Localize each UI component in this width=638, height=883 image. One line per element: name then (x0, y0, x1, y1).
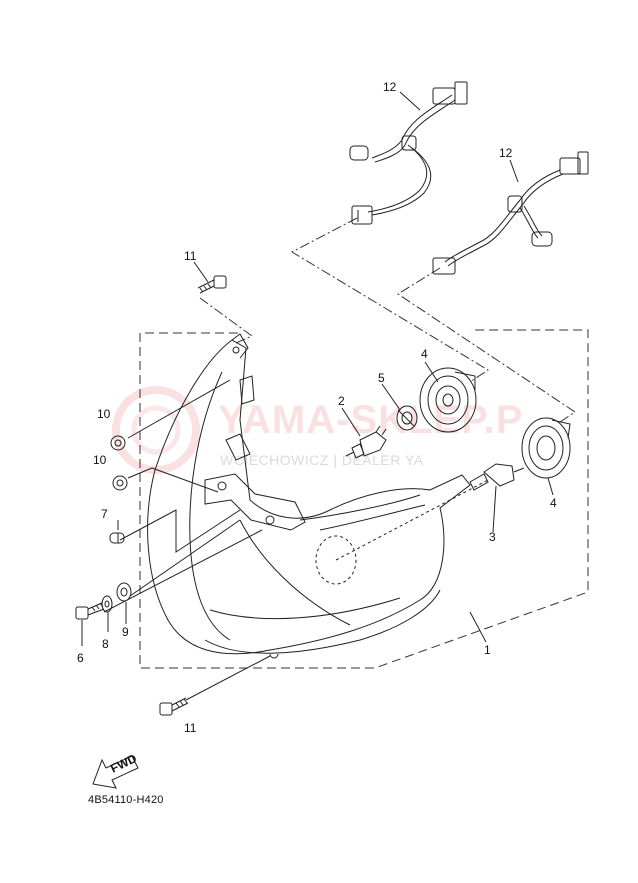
callout-10-lower: 10 (93, 453, 107, 467)
callout-9: 9 (122, 625, 129, 639)
wire-harness-lower (432, 151, 589, 275)
bolt-bottom (159, 697, 189, 716)
callout-12-upper: 12 (383, 80, 397, 94)
leader-lines (81, 91, 554, 701)
callout-6: 6 (77, 651, 84, 665)
fwd-arrow-icon (92, 755, 139, 789)
harness-leader-lines (199, 217, 576, 423)
grommet-10-lower (112, 475, 128, 491)
callout-4-lower: 4 (550, 496, 557, 510)
callout-11-top: 11 (184, 249, 197, 263)
headlight-housing (147, 333, 489, 659)
bulb-3 (469, 463, 525, 491)
callout-7: 7 (101, 507, 108, 521)
collar-7 (109, 532, 125, 544)
watermark-logo (112, 386, 200, 474)
watermark-subtitle: WCIECHOWICZ | DEALER YA (220, 452, 424, 468)
bolt-top (197, 275, 227, 294)
callout-12-lower: 12 (499, 146, 513, 160)
callout-8: 8 (102, 637, 109, 651)
callout-3: 3 (489, 530, 496, 544)
washer-8 (101, 595, 113, 613)
bulb-cover-4-lower (521, 417, 571, 479)
grommet-10-upper (110, 435, 126, 451)
socket-5 (396, 405, 418, 431)
assembly-boundary (139, 329, 589, 669)
bulb-2 (345, 425, 387, 459)
diagram-code: 4B54110-H420 (88, 794, 164, 806)
wire-harness-upper (349, 81, 468, 225)
callout-10-upper: 10 (97, 407, 111, 421)
bulb-cover-4-upper (419, 367, 477, 433)
callout-2: 2 (338, 394, 345, 408)
callout-11-bottom: 11 (184, 721, 197, 735)
callout-4-upper: 4 (421, 347, 428, 361)
callout-1: 1 (484, 643, 491, 657)
bolt-6 (75, 602, 105, 620)
callout-5: 5 (378, 371, 385, 385)
washer-9 (116, 582, 132, 602)
